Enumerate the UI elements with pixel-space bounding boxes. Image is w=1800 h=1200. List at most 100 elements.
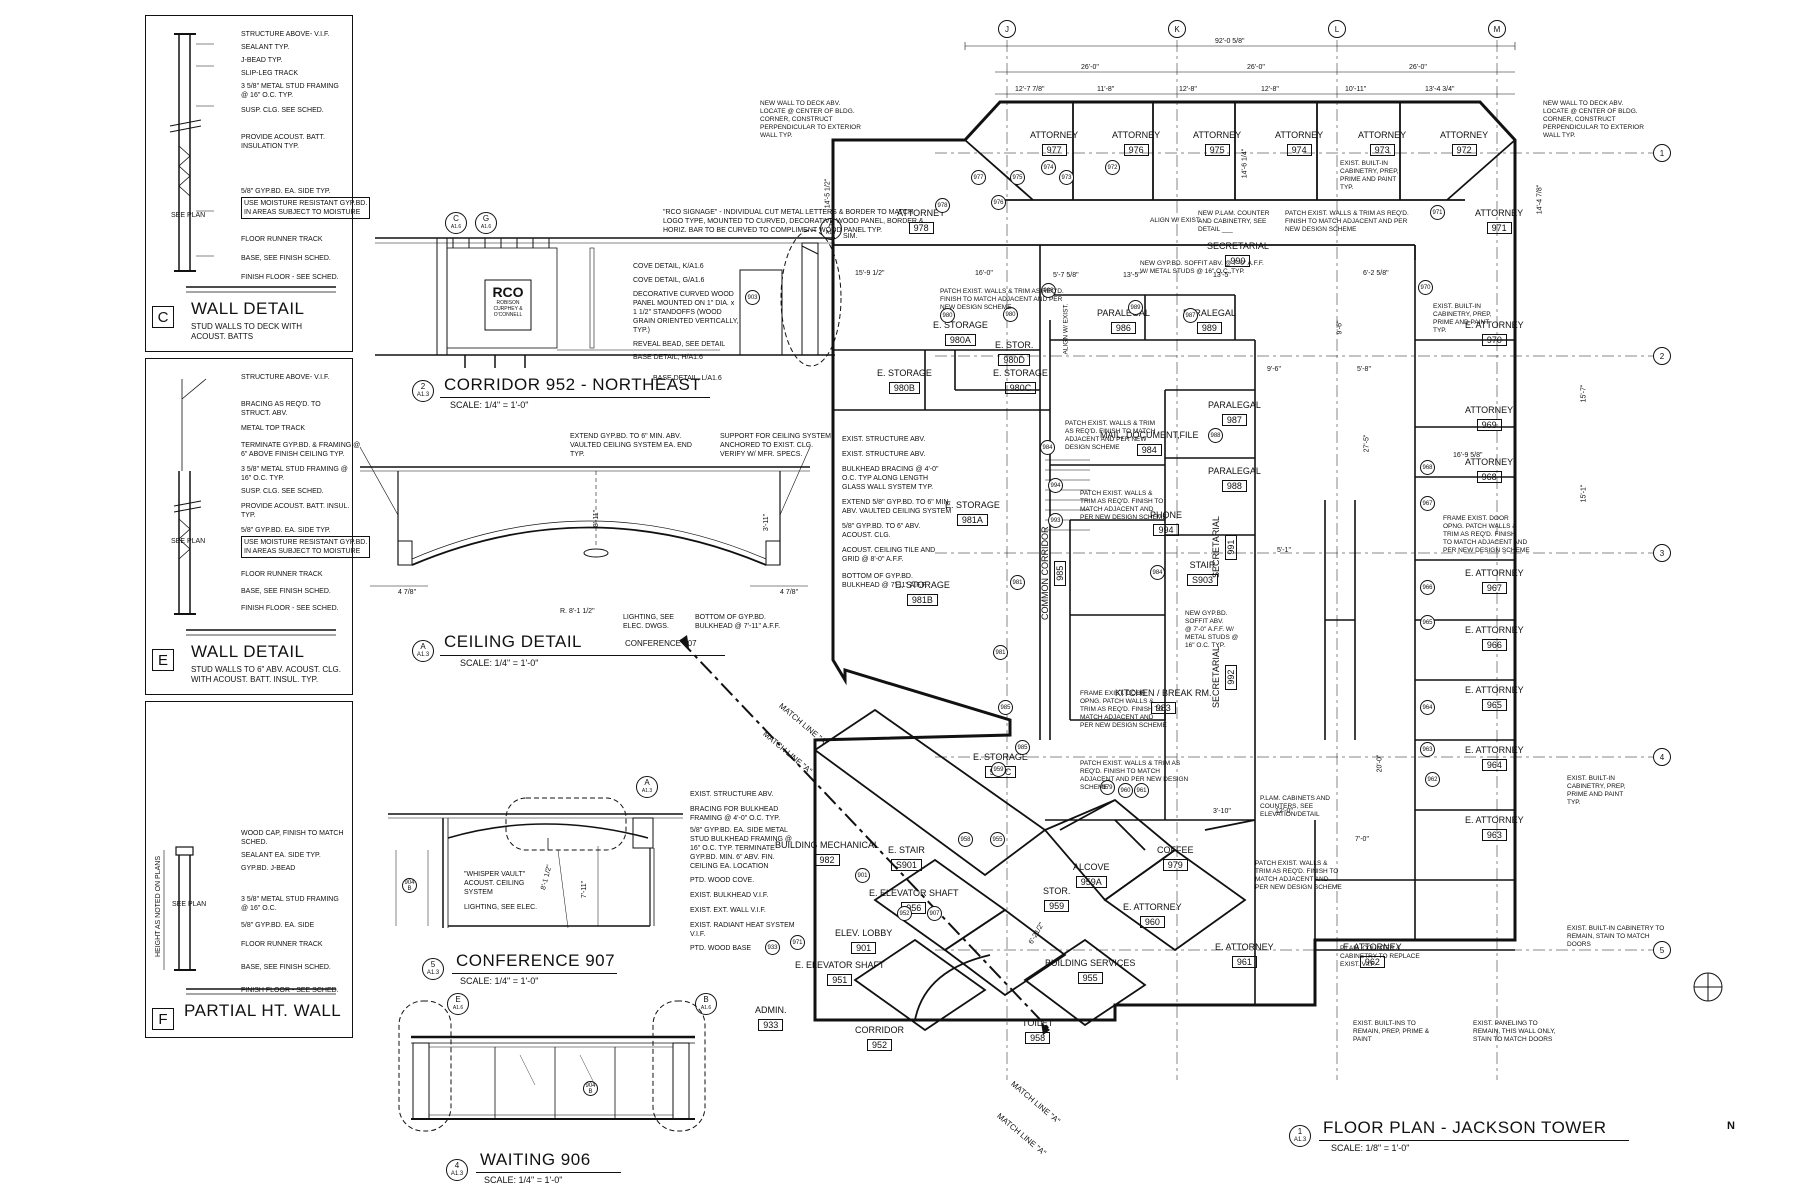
note: SUPPORT FOR CEILING SYSTEM [720,433,831,440]
note: EXIST. RADIANT HEAT SYSTEM [690,922,795,929]
note: SUSP. CLG. SEE SCHED. [241,488,324,495]
note: EXIST. STRUCTURE ABV. [842,436,926,443]
door-tag: 963 [1420,742,1435,757]
note: REVEAL BEAD, SEE DETAIL [633,341,726,348]
detail-title: PARTIAL HT. WALL [184,1001,342,1020]
room-name: KITCHEN / BREAK RM. [1115,688,1212,698]
north-arrow-label: N [1727,1120,1735,1132]
note: FLOOR RUNNER TRACK [241,571,323,578]
room-name: E. STOR. [995,340,1034,350]
note: USE MOISTURE RESISTANT GYP.BD. [244,200,368,207]
note: LOGO TYPE, MOUNTED TO CURVED, DECORATIVE… [663,218,924,225]
see-plan-label: SEE PLAN [171,212,206,219]
note: FINISH FLOOR - SEE SCHED. [241,987,339,994]
room-number: 988 [1221,480,1247,492]
wall-c-notes: STRUCTURE ABOVE- V.I.F. SEALANT TYP. J-B… [241,30,371,282]
room-name: E. ATTORNEY [1123,902,1182,912]
note: GRID @ 8'-0" A.F.F. [842,556,904,563]
door-tag: 967 [1420,496,1435,511]
plan-note: PATCH EXIST. WALLS &TRIM AS REQ'D. FINIS… [1255,860,1342,891]
door-tag: 970 [1418,280,1433,295]
detail-letter: C [152,306,174,328]
dimension: 5'-8" [1357,366,1371,373]
see-plan-label: SEE PLAN [172,901,207,908]
room-name: ATTORNEY [1475,208,1524,218]
room-name: E. STORAGE [877,368,932,378]
callout-letter: G [482,214,490,223]
plan-note: ALIGN W/ EXIST. [1150,217,1201,224]
room-number: 959 [1044,900,1070,912]
note: IN AREAS SUBJECT TO MOISTURE [244,209,361,216]
conference-right-notes: EXIST. STRUCTURE ABV. BRACING FOR BULKHE… [690,790,795,953]
room-name: MAIL, DOCUMENT,FILE [1100,430,1199,440]
dimension: 16'-9 5/8" [1453,452,1483,459]
title-rule [452,973,617,974]
door-tag: 964 [1420,700,1435,715]
room-number: 989 [1196,322,1222,334]
callout-letter: A [828,220,834,229]
dimension: 8'-11" [593,509,601,528]
room-name: E. ATTORNEY [1465,745,1524,755]
grid-bubble: K [1168,20,1186,38]
detail-subtitle: STUD WALLS TO 6" ABV. ACOUST. CLG. WITH … [191,665,341,685]
room-number: 970 [1481,334,1507,346]
room-name: PARALEGAL [1208,466,1261,476]
note: 5/8" GYP.BD. EA. SIDE [241,922,315,929]
note: EXIST. EXT. WALL V.I.F. [690,907,766,914]
room-label: STOR.959 [1043,886,1070,914]
note: PROVIDE ACOUST. BATT. [241,134,325,141]
room-number: 983 [1150,702,1176,714]
tag-letter: B [588,1088,593,1095]
room-name: SECRETARIAL [1211,516,1221,578]
door-tag: 933 [765,940,780,955]
note: BOTTOM OF GYP.BD. [842,573,913,580]
note: INSULATION TYP. [241,143,299,150]
corridor-elevation: RCO ROBISON CURPHEY & O'CONNELL 903 "RCO… [375,209,924,400]
note: EXIST. BULKHEAD V.I.F. [690,892,769,899]
dimension: 5'-1" [1277,547,1291,554]
match-line-label: MATCH LINE "A" [761,729,814,776]
title-rule [1319,1140,1629,1141]
room-name: E. STAIR [888,845,925,855]
room-number: S901 [890,859,922,871]
room-name: E. ELEVATOR SHAFT [795,960,885,970]
room-name: TOILET [1022,1018,1054,1028]
callout-sheet: A1.6 [450,224,462,230]
callout-letter: C [453,214,459,223]
note: 3 5/8" METAL STUD FRAMING @ [241,466,348,473]
door-tag: 994 [1048,478,1063,493]
wall-f-notes: WOOD CAP, FINISH TO MATCH SCHED. SEALANT… [241,829,344,995]
room-name: ATTORNEY [1358,130,1407,140]
door-tag: 980 [940,308,955,323]
door-tag: 985 [998,700,1013,715]
ceiling-detail: EXTEND GYP.BD. TO 6" MIN. ABV. VAULTED C… [359,433,951,631]
wall-detail-f-panel: HEIGHT AS NOTED ON PLANS SEE PLAN WOOD C… [145,701,353,1038]
note: ELEC. DWGS. [623,623,669,630]
grid-bubble: 5 [1653,941,1671,959]
ceiling-bulkhead-notes: BOTTOM OF GYP.BD. BULKHEAD @ 7'-11" A.F.… [695,613,780,631]
note: TERMINATE GYP.BD. & FRAMING @ [241,442,361,449]
door-tag: 972 [1105,160,1120,175]
conference-scale: SCALE: 1/4" = 1'-0" [460,976,539,986]
detail-letter: E [152,649,174,671]
dimension: 12'-8" [1179,86,1197,93]
note: ABV. VAULTED CEILING SYSTEM [842,508,952,515]
dimension: 9'-6" [1336,320,1344,335]
room-name: E. ATTORNEY [1465,625,1524,635]
callout-sheet: A1.6 [700,1005,712,1011]
plan-note: PATCH EXIST. WALLS &TRIM AS REQ'D. FINIS… [1080,490,1167,521]
